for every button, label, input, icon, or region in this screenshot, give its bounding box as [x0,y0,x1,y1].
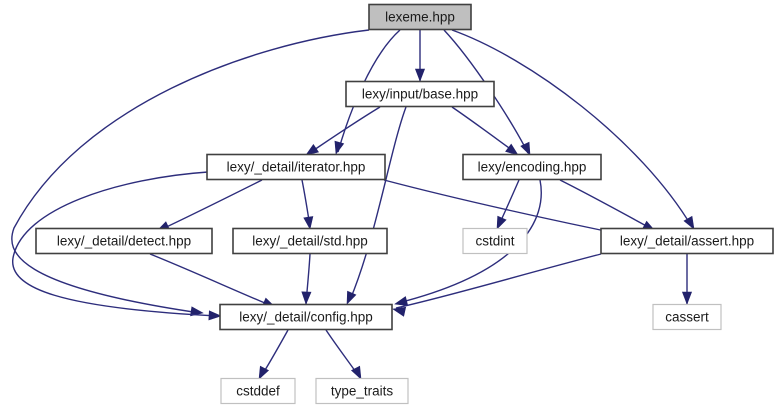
graph-node-lexeme[interactable]: lexeme.hpp [368,3,472,31]
node-box[interactable] [368,3,472,31]
graph-node-iterator[interactable]: lexy/_detail/iterator.hpp [206,153,386,181]
node-box[interactable] [600,227,774,255]
edge-line [149,253,273,307]
edge-iterator-to-config [12,171,222,321]
edge-line [559,179,653,230]
graph-node-cassert[interactable]: cassert [652,303,722,331]
edge-iterator-to-std [301,179,314,230]
arrow-head-icon [414,68,426,82]
node-box[interactable] [315,377,409,405]
node-box[interactable] [219,303,393,331]
edge-line [307,106,381,155]
arrow-head-icon [350,365,362,380]
graph-node-std[interactable]: lexy/_detail/std.hpp [232,227,388,255]
arrow-head-icon [505,143,519,156]
edge-assert-to-config [392,253,602,317]
graph-node-config[interactable]: lexy/_detail/config.hpp [219,303,393,331]
graph-node-cstddef[interactable]: cstddef [220,377,296,405]
node-box[interactable] [652,303,722,331]
node-layer: lexeme.hpp lexy/input/base.hpp lexy/_detai… [35,3,774,405]
arrow-head-icon [208,310,222,321]
arrow-head-icon [258,365,270,380]
node-box[interactable] [462,153,602,181]
edge-line [451,106,517,154]
edge-config-to-type_traits [325,329,362,380]
edge-lexeme-to-assert [451,29,695,230]
edge-line [12,171,219,317]
edge-encoding-to-assert [559,179,656,232]
edge-line [159,179,263,231]
graph-node-assert[interactable]: lexy/_detail/assert.hpp [600,227,774,255]
edge-lexeme-to-base [414,30,426,82]
edge-detect-to-config [149,253,276,308]
arrow-head-icon [681,291,693,305]
edge-base-to-config [346,106,407,305]
arrow-head-icon [305,143,319,156]
edge-line [395,253,602,309]
edge-std-to-config [301,253,312,305]
edge-assert-to-cassert [681,254,693,305]
edge-line [349,106,407,301]
arrow-head-icon [683,215,695,230]
arrow-head-icon [520,141,531,156]
edge-config-to-cstddef [258,329,289,380]
arrow-head-icon [334,140,345,155]
edge-layer [11,29,695,380]
edge-encoding-to-cstdint [496,179,520,230]
graph-node-base[interactable]: lexy/input/base.hpp [345,80,495,108]
node-box[interactable] [462,227,528,255]
edge-line [11,29,370,314]
graph-node-cstdint[interactable]: cstdint [462,227,528,255]
arrow-head-icon [303,216,314,230]
edge-base-to-encoding [451,106,519,156]
arrow-head-icon [394,296,409,306]
edge-line [451,29,693,228]
graph-node-type_traits[interactable]: type_traits [315,377,409,405]
edge-iterator-to-detect [156,179,263,232]
node-box[interactable] [206,153,386,181]
node-box[interactable] [232,227,388,255]
graph-node-encoding[interactable]: lexy/encoding.hpp [462,153,602,181]
arrow-head-icon [496,215,507,230]
arrow-head-icon [392,306,407,317]
graph-node-detect[interactable]: lexy/_detail/detect.hpp [35,227,213,255]
node-box[interactable] [220,377,296,405]
node-box[interactable] [35,227,213,255]
arrow-head-icon [346,290,357,305]
arrow-head-icon [301,291,312,305]
edge-base-to-iterator [305,106,381,156]
node-box[interactable] [345,80,495,108]
